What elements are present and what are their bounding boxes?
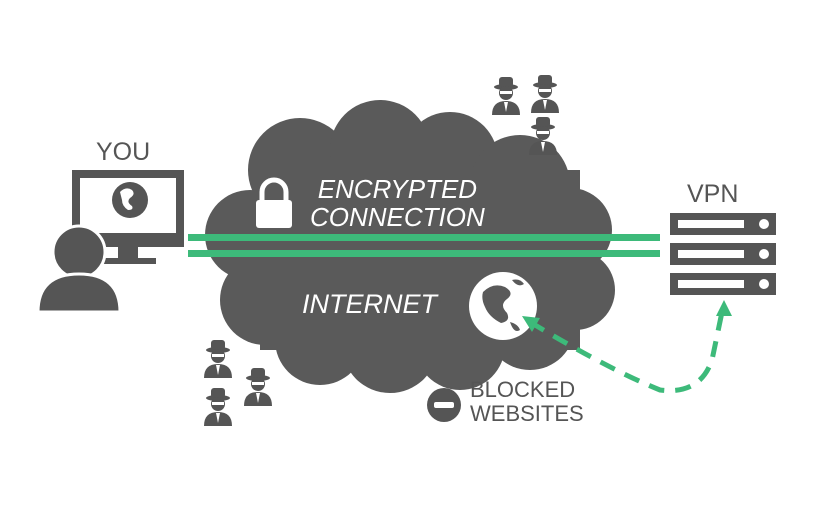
encrypted-line2: CONNECTION bbox=[310, 202, 485, 232]
encrypted-connection-label: ENCRYPTED CONNECTION bbox=[310, 175, 485, 231]
spy-icon bbox=[204, 340, 232, 378]
internet-cloud bbox=[205, 100, 615, 393]
blocked-websites-label: BLOCKED WEBSITES bbox=[470, 378, 584, 426]
spy-icon bbox=[204, 388, 232, 426]
server-unit bbox=[670, 273, 776, 295]
blocked-line2: WEBSITES bbox=[470, 401, 584, 426]
vpn-label: VPN bbox=[687, 180, 739, 208]
encrypted-line1: ENCRYPTED bbox=[317, 174, 478, 204]
blocked-line1: BLOCKED bbox=[470, 377, 576, 402]
internet-label: INTERNET bbox=[302, 289, 437, 319]
spy-icon bbox=[529, 117, 557, 155]
spy-group-bottom bbox=[204, 340, 272, 426]
spy-icon bbox=[531, 75, 559, 113]
server-unit bbox=[670, 213, 776, 235]
user-icon bbox=[36, 224, 122, 314]
globe-icon bbox=[112, 182, 148, 218]
encrypted-tunnel bbox=[188, 234, 660, 257]
redirect-arrow bbox=[522, 300, 732, 394]
internet-globe-icon bbox=[469, 272, 537, 340]
server-icon bbox=[670, 213, 776, 295]
spy-icon bbox=[492, 77, 520, 115]
you-label: YOU bbox=[96, 138, 151, 166]
blocked-icon bbox=[427, 388, 461, 422]
lock-icon bbox=[256, 177, 292, 228]
server-unit bbox=[670, 243, 776, 265]
spy-icon bbox=[244, 368, 272, 406]
